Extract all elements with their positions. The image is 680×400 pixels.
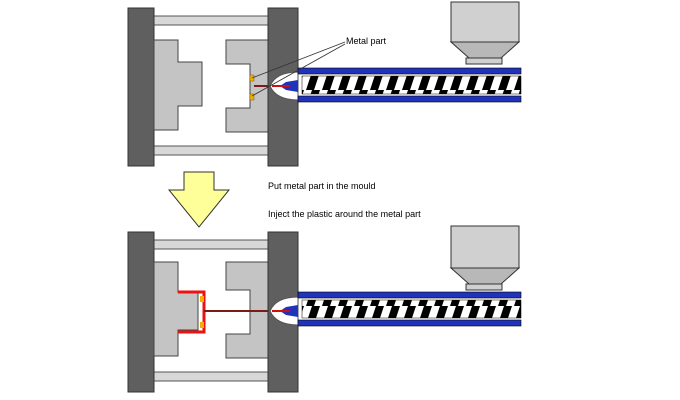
mould-core — [153, 261, 199, 357]
metal-part-insert — [200, 296, 204, 302]
barrel-bottom-wall — [297, 319, 522, 327]
mould-core — [153, 39, 203, 131]
step-inject-label: Inject the plastic around the metal part — [268, 209, 421, 219]
down-arrow — [167, 171, 231, 228]
callout-line — [251, 43, 346, 97]
barrel-top-wall — [297, 291, 522, 299]
left-platen — [127, 231, 155, 393]
machine-open-mould — [127, 1, 522, 167]
left-platen — [127, 7, 155, 167]
callout-line — [251, 41, 346, 79]
metal-part-label: Metal part — [346, 36, 387, 46]
barrel-bottom-wall — [297, 95, 522, 103]
screw — [301, 299, 522, 319]
hopper — [449, 1, 521, 65]
machine-closed-mould — [127, 225, 522, 393]
step-put-label: Put metal part in the mould — [268, 181, 376, 191]
metal-part-insert — [249, 93, 255, 101]
metal-part-insert — [200, 322, 204, 328]
screw — [301, 75, 522, 95]
hopper — [449, 225, 521, 291]
barrel-top-wall — [297, 67, 522, 75]
